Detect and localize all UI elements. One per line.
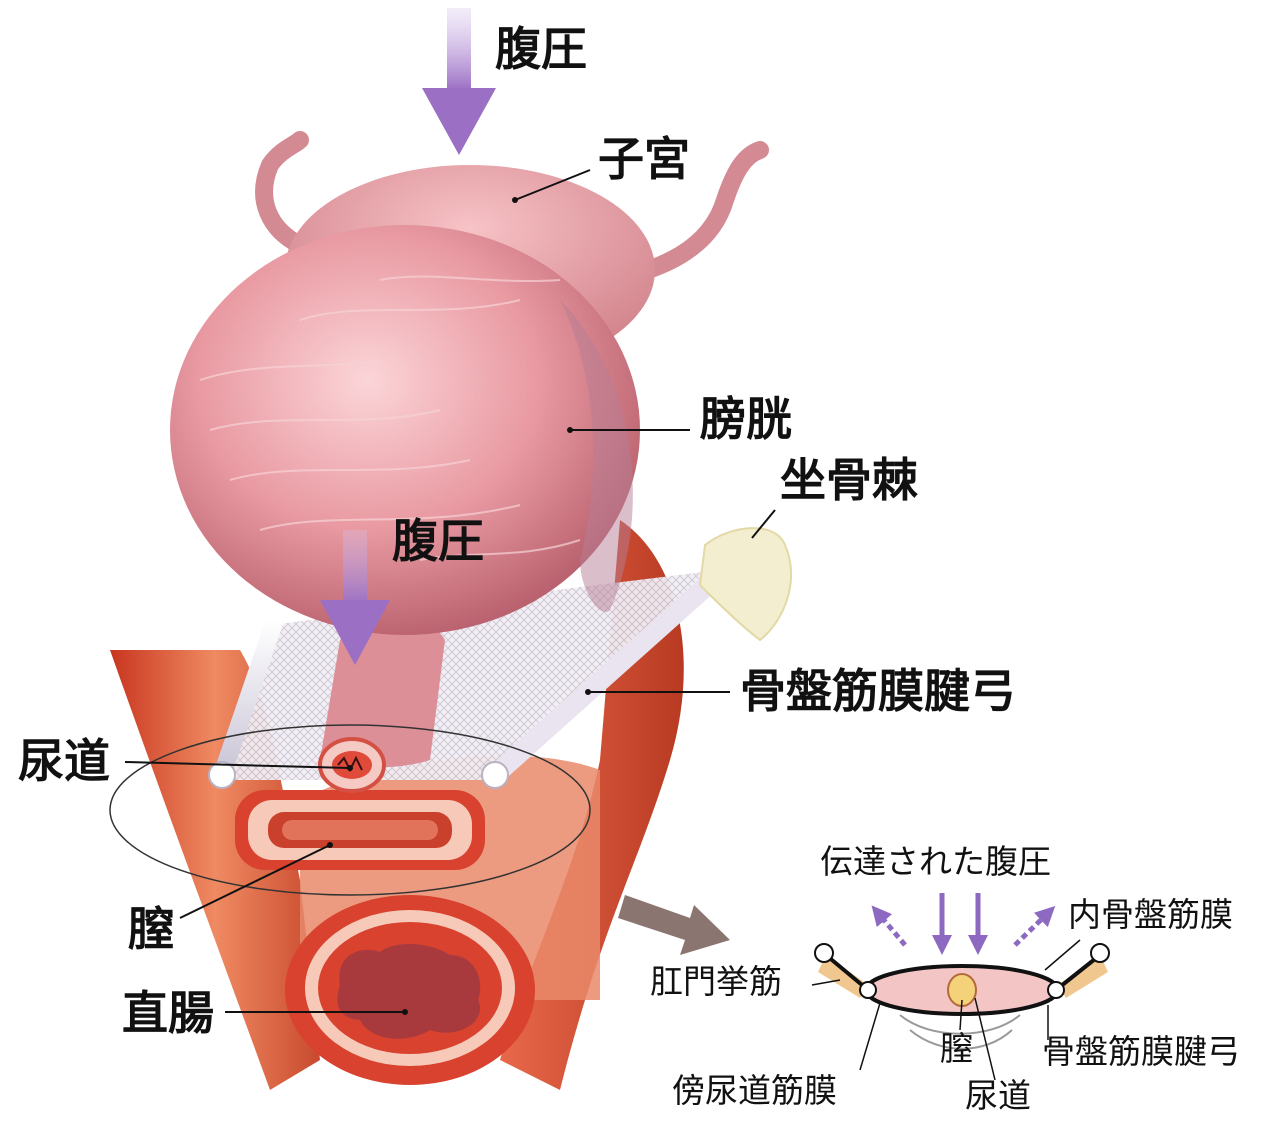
inset-label-transmitted-pressure: 伝達された腹圧 xyxy=(820,845,1051,878)
inset-arrow-up-left xyxy=(878,913,905,945)
label-abdominal-pressure-mid: 腹圧 xyxy=(392,518,484,564)
pressure-shaft-top xyxy=(447,8,471,90)
inset-node-mid-right xyxy=(1048,982,1064,998)
inset-arrow-up-right xyxy=(1015,913,1048,945)
label-rectum: 直腸 xyxy=(122,990,214,1036)
pressure-shaft-mid xyxy=(343,530,367,605)
label-bladder: 膀胱 xyxy=(700,396,792,442)
label-uterus: 子宮 xyxy=(598,136,690,182)
label-arcus-tendineus: 骨盤筋膜腱弓 xyxy=(740,668,1016,714)
inset-label-levator-ani: 肛門挙筋 xyxy=(650,965,782,998)
label-ischial-spine: 坐骨棘 xyxy=(780,457,918,503)
inset-node-right xyxy=(1091,944,1109,962)
arcus-rod-right-end xyxy=(482,762,508,788)
ischial-spine-bone xyxy=(700,528,791,640)
left-fallopian-tube xyxy=(264,140,300,245)
label-urethra: 尿道 xyxy=(18,738,110,784)
inset-label-arcus-tendineus: 骨盤筋膜腱弓 xyxy=(1042,1035,1240,1068)
inset-label-endopelvic-fascia: 内骨盤筋膜 xyxy=(1068,898,1233,931)
pressure-head-top xyxy=(422,88,496,155)
label-vagina: 膣 xyxy=(128,906,174,952)
inset-label-paraurethral-fascia: 傍尿道筋膜 xyxy=(672,1074,837,1107)
label-abdominal-pressure-top: 腹圧 xyxy=(495,26,587,72)
arcus-rod-left-end xyxy=(209,762,235,788)
inset-node-mid-left xyxy=(860,982,876,998)
inset-node-left xyxy=(815,944,833,962)
inset-label-vagina: 膣 xyxy=(940,1032,973,1065)
vagina-inner xyxy=(282,820,438,840)
inset-pointer-arrow xyxy=(618,895,730,955)
inset-label-urethra: 尿道 xyxy=(965,1079,1031,1112)
